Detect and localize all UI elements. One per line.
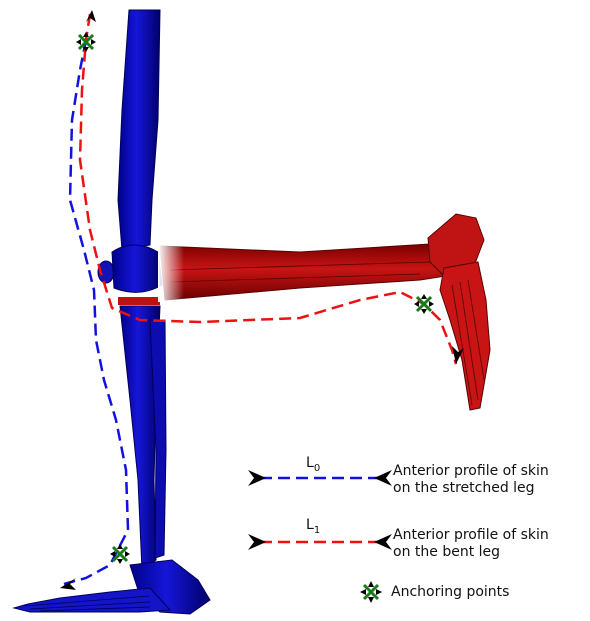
anchor-cross-icon — [76, 32, 96, 52]
legend-l1-description: Anterior profile of skin on the bent leg — [393, 527, 549, 561]
legend-l0-symbol: L0 — [306, 455, 320, 474]
arrowhead-icon — [374, 470, 392, 486]
legend-anchor-icon — [360, 581, 382, 603]
knee-red-band — [118, 297, 160, 305]
legend-anchor-label: Anchoring points — [391, 584, 509, 601]
stretched-skin-profile-line — [64, 40, 128, 584]
arrowhead-icon — [248, 470, 266, 486]
anchor-cross-icon — [414, 294, 434, 314]
anchor-cross-icon — [110, 544, 130, 564]
legend-l0-description: Anterior profile of skin on the stretche… — [393, 463, 549, 497]
arrowhead-icon — [86, 10, 96, 22]
arrowhead-icon — [374, 534, 392, 550]
arrowhead-icon — [60, 578, 76, 590]
stretched-leg-skeleton — [14, 10, 210, 614]
femur-bone — [118, 10, 160, 250]
knee-joint — [112, 245, 162, 292]
legend-l1-symbol: L1 — [306, 517, 320, 536]
bent-tibia-bone — [160, 244, 446, 300]
legend-l1-line — [248, 534, 392, 550]
arrowhead-icon — [248, 534, 266, 550]
